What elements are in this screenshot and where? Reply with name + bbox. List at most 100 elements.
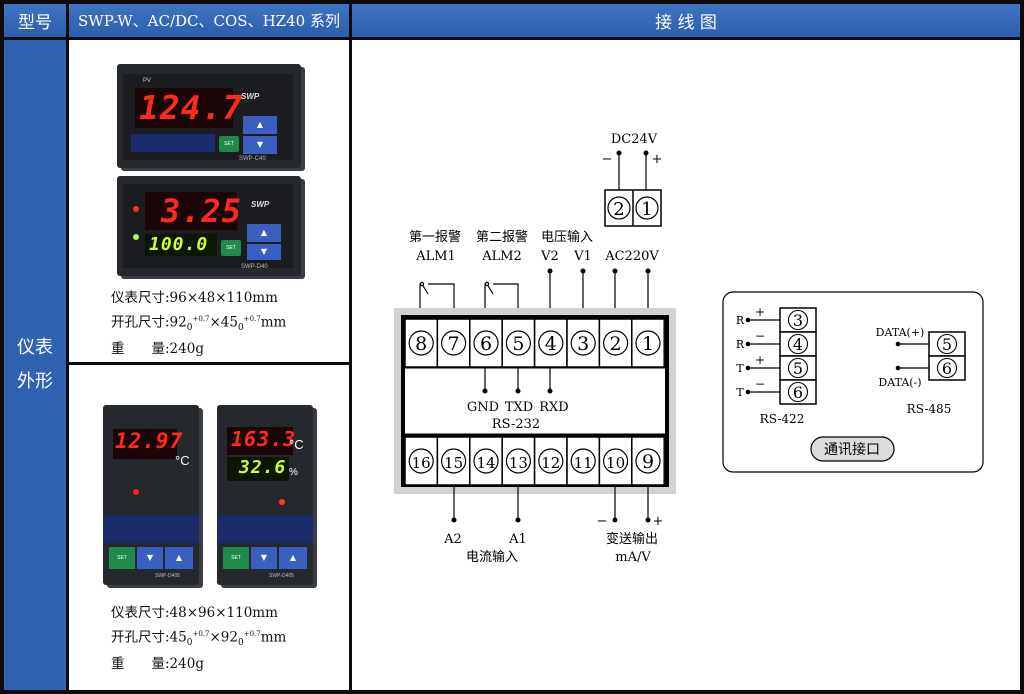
series-header: SWP-W、AC/DC、COS、HZ40 系列: [69, 4, 349, 37]
rs422-cell: [779, 331, 817, 357]
terminal-ring: [603, 330, 629, 356]
dc-plus: +: [652, 152, 663, 167]
alarm2-relay: [484, 281, 519, 318]
out-plus-node: [645, 517, 651, 523]
down-button[interactable]: ▼: [243, 136, 277, 154]
rs485-data-label: DATA(+): [876, 326, 925, 339]
dc24v-label: DC24V: [611, 132, 658, 147]
terminal-cell: [631, 318, 665, 368]
tolerance-sup: +0.7: [243, 630, 261, 638]
rs422-node: [745, 389, 751, 395]
terminal-ring: [473, 448, 499, 474]
spec-weight-value: :240g: [165, 656, 204, 673]
tolerance-sub: 0: [237, 323, 244, 334]
indicator-strip: [131, 134, 215, 152]
rs422-terminal: 5: [793, 359, 803, 378]
set-button[interactable]: SET: [221, 240, 241, 256]
spec-cutout: 开孔尺寸:920+0.7×450+0.7mm: [111, 309, 286, 339]
rs485-cell: [928, 331, 966, 357]
v1-node: [580, 268, 586, 274]
pv-display-window: [227, 427, 293, 455]
v2-label: V2: [540, 249, 559, 264]
rs422-node: [745, 317, 751, 323]
terminal-ring: [505, 448, 531, 474]
dc-terminal-1: 1: [641, 199, 652, 220]
set-button[interactable]: SET: [219, 136, 239, 152]
terminal-7: 7: [448, 333, 460, 355]
down-button[interactable]: ▼: [247, 244, 281, 260]
model-label: SWP-D40: [241, 264, 268, 270]
ac220v-label: AC220V: [604, 249, 659, 264]
terminal-16: 16: [412, 454, 431, 472]
rs422-node: [745, 365, 751, 371]
tolerance-sub: 0: [186, 323, 193, 334]
spec-size: 仪表尺寸:48×96×110mm: [111, 603, 286, 624]
vertical-products-panel: 12.97 °C SET ▼ ▲ SWP-D405 163.3 °C 32.6 …: [69, 365, 349, 690]
rs485-cell: [928, 355, 966, 381]
horizontal-meter-2: 3.25 100.0 SWP ▲ ▼ SET SWP-D40: [117, 176, 301, 276]
out-plus: +: [653, 514, 664, 529]
dc-terminal-ring: [607, 196, 631, 220]
tolerance-sup: +0.7: [243, 315, 261, 323]
set-button[interactable]: SET: [109, 547, 135, 569]
spec-weight-value: :240g: [165, 341, 204, 358]
rs422-cell: [779, 307, 817, 333]
gnd-label: GND: [467, 400, 499, 415]
terminal-1: 1: [642, 333, 654, 355]
wiring-title: 接 线 图: [655, 13, 717, 33]
up-button[interactable]: ▲: [279, 547, 307, 569]
sv-display: 100.0: [149, 234, 209, 255]
up-button[interactable]: ▲: [247, 224, 281, 242]
wiring-diagram: DC24V − + 2 1 第一报警 ALM1 第二报警 ALM2 电压输入 V…: [394, 132, 984, 565]
terminal-ring: [440, 448, 467, 474]
rs485-node: [895, 341, 901, 347]
dc-plus-node: [643, 150, 649, 156]
comm-interface-button-label: 通讯接口: [824, 441, 880, 458]
up-button[interactable]: ▲: [165, 547, 193, 569]
spec-cutout-unit: mm: [260, 314, 287, 331]
model-label: SWP-D405: [269, 573, 295, 579]
terminal-ring: [787, 309, 809, 331]
rs485-data-label: DATA(-): [878, 376, 921, 389]
alarm-led-red: [133, 206, 139, 212]
rs422-letter: T: [736, 386, 744, 399]
down-button[interactable]: ▼: [137, 547, 163, 569]
txd-node: [515, 388, 521, 394]
model-header: 型号: [4, 4, 66, 37]
terminal-4: 4: [545, 333, 557, 355]
ma-v-label: mA/V: [615, 550, 651, 565]
pv-display: 3.25: [161, 192, 243, 230]
alarm2-label: 第二报警: [476, 229, 528, 245]
comm-interface-button[interactable]: [810, 436, 895, 462]
terminal-ring: [570, 448, 596, 474]
sv-display-window: [227, 457, 289, 481]
horizontal-meter-1: PV 124.7 SWP ▲ ▼ SET SWP-C40: [117, 64, 301, 168]
unit-label: °C: [175, 453, 190, 468]
down-button[interactable]: ▼: [251, 547, 277, 569]
rs422-sign: +: [755, 353, 765, 367]
terminal-cell: [501, 436, 536, 486]
sidebar-label-line1: 仪表: [17, 337, 53, 358]
spec-size-value: :48×96×110mm: [165, 605, 278, 621]
rs422-terminals: 3R+4R−5T+6T−: [736, 305, 817, 405]
ac-node: [612, 268, 618, 274]
terminal-cell: [404, 436, 439, 486]
a1-label: A1: [508, 532, 527, 547]
dc-minus-node: [616, 150, 622, 156]
terminal-14: 14: [476, 454, 495, 472]
spec-cutout-label: 开孔尺寸: [111, 629, 165, 646]
v1-label: V1: [573, 249, 592, 264]
set-button-label: SET: [226, 245, 236, 251]
terminal-ring: [787, 381, 809, 403]
terminal-ring: [603, 448, 629, 474]
out-minus-node: [612, 517, 618, 523]
terminal-5: 5: [512, 333, 524, 355]
wiring-header: 接 线 图: [352, 4, 1020, 37]
set-button-label: SET: [117, 555, 127, 561]
terminal-cell: [469, 318, 503, 368]
set-button[interactable]: SET: [223, 547, 249, 569]
spec-cutout-label: 开孔尺寸: [111, 314, 165, 331]
up-button[interactable]: ▲: [243, 116, 277, 134]
terminal-ring: [408, 448, 434, 474]
